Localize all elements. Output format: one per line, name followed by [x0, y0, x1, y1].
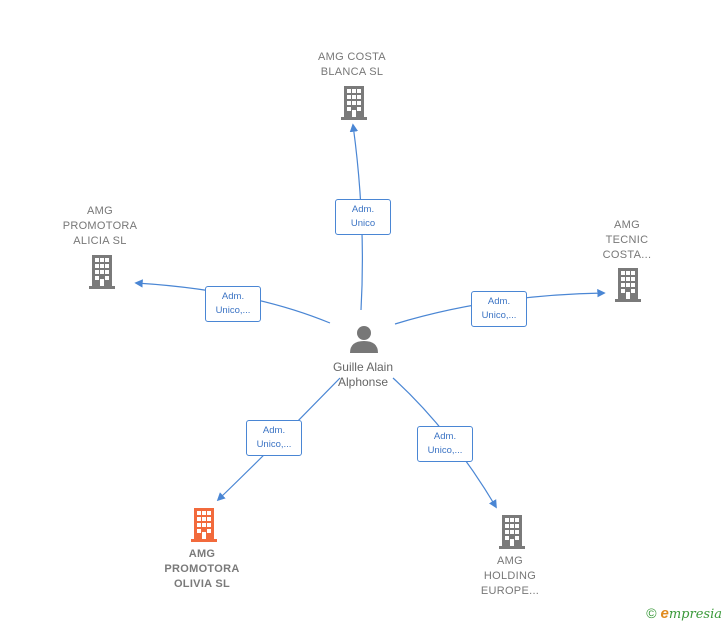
- center-person-label[interactable]: Guille Alain Alphonse: [332, 360, 394, 389]
- edge-badge-holding-europe[interactable]: Adm. Unico,...: [417, 426, 473, 462]
- node-label-promotora-olivia[interactable]: AMG PROMOTORA OLIVIA SL: [164, 548, 240, 590]
- node-label-costa-blanca[interactable]: AMG COSTA BLANCA SL: [318, 51, 386, 78]
- brand-e: e: [660, 605, 669, 622]
- node-label-promotora-alicia[interactable]: AMG PROMOTORA ALICIA SL: [62, 205, 138, 247]
- node-label-tecnic-costa[interactable]: AMG TECNIC COSTA...: [602, 219, 652, 261]
- brand-logo: ©empresia: [646, 605, 722, 622]
- edge-badge-tecnic-costa[interactable]: Adm. Unico,...: [471, 291, 527, 327]
- building-icon[interactable]: [497, 515, 527, 549]
- node-label-holding-europe[interactable]: AMG HOLDING EUROPE...: [480, 555, 540, 597]
- edge-badge-promotora-alicia[interactable]: Adm. Unico,...: [205, 286, 261, 322]
- building-icon[interactable]: [613, 268, 643, 302]
- building-icon[interactable]: [339, 86, 369, 120]
- copyright-icon: ©: [646, 605, 657, 621]
- person-icon: [350, 326, 378, 353]
- edge-badge-costa-blanca[interactable]: Adm. Unico: [335, 199, 391, 235]
- building-icon[interactable]: [87, 255, 117, 289]
- brand-name: mpresia: [668, 607, 722, 622]
- building-icon[interactable]: [189, 508, 219, 542]
- edge-badge-promotora-olivia[interactable]: Adm. Unico,...: [246, 420, 302, 456]
